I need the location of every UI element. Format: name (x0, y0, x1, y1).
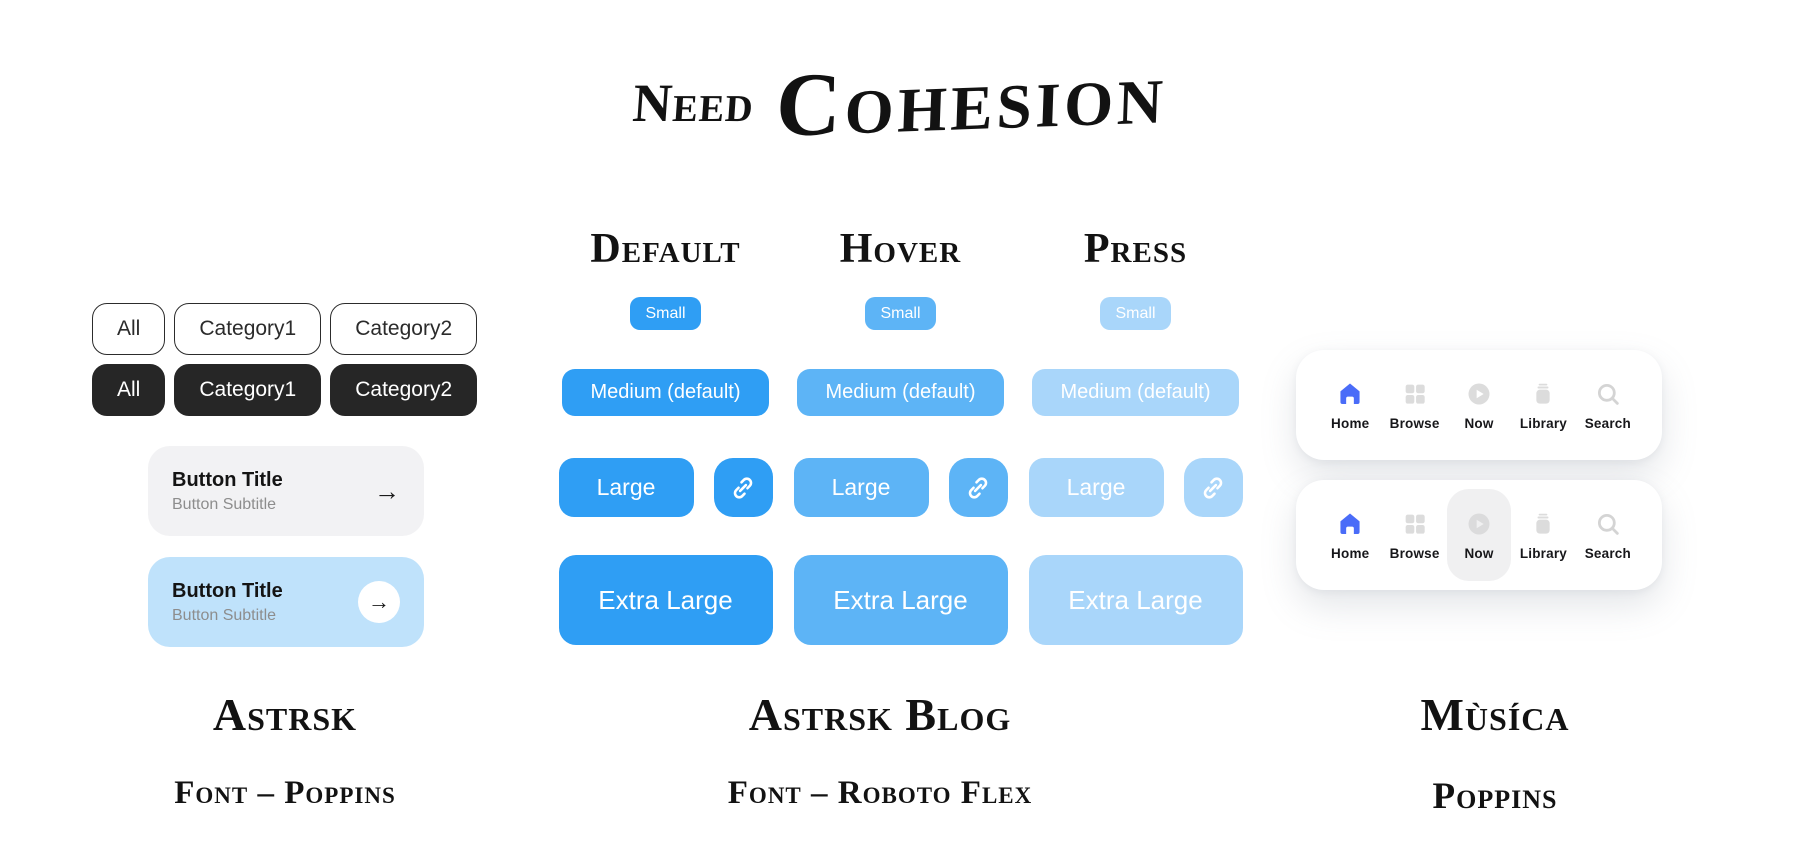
nav-item-now-pressed[interactable]: Now (1446, 489, 1512, 581)
large-button-row: Large (793, 458, 1008, 517)
app-name-label: Astrsk Blog (748, 689, 1012, 740)
app-name-label: Astrsk (212, 689, 358, 740)
nav-label: Search (1584, 545, 1631, 561)
card-subtitle: Button Subtitle (172, 495, 277, 513)
link-button[interactable] (948, 458, 1008, 517)
chip-row-filled: All Category1 Category2 (92, 364, 478, 416)
font-name-label: Poppins (1432, 776, 1558, 817)
extra-large-button[interactable]: Extra Large (558, 555, 773, 645)
link-button[interactable] (1183, 458, 1243, 517)
chip-category2-outline[interactable]: Category2 (330, 303, 478, 355)
app-name-label: Mùsíca (1420, 689, 1570, 740)
nav-label: Library (1519, 415, 1567, 431)
music-navbar-default: Home Browse Now (1296, 350, 1662, 460)
chip-row-outline: All Category1 Category2 (92, 303, 478, 355)
font-name-label: Font – Poppins (174, 775, 396, 811)
footer-astrsk-blog: Astrsk Blog Font – Roboto Flex (630, 688, 1130, 812)
nav-label: Library (1519, 545, 1567, 561)
play-circle-icon (1465, 380, 1493, 408)
chip-category1-outline[interactable]: Category1 (174, 303, 322, 355)
search-icon (1594, 380, 1622, 408)
nav-item-now[interactable]: Now (1447, 359, 1511, 451)
library-icon (1529, 380, 1557, 408)
chip-category1-filled[interactable]: Category1 (174, 364, 322, 416)
large-button[interactable]: Large (1028, 458, 1164, 517)
footer-musica: Mùsíca Poppins (1290, 688, 1700, 818)
nav-label: Browse (1389, 545, 1440, 561)
nav-item-home[interactable]: Home (1318, 359, 1382, 451)
button-card-pressed[interactable]: Button Title Button Subtitle → (148, 557, 424, 647)
button-states-section: Default Small Medium (default) Large Ext… (548, 228, 1253, 645)
link-icon (729, 474, 757, 502)
medium-button[interactable]: Medium (default) (797, 369, 1004, 416)
nav-label: Now (1464, 415, 1494, 431)
nav-label: Home (1331, 545, 1370, 561)
nav-item-library[interactable]: Library (1511, 359, 1575, 451)
card-text: Button Title Button Subtitle (172, 580, 358, 625)
large-button-row: Large (1028, 458, 1243, 517)
state-heading-default: Default (590, 226, 741, 272)
nav-item-browse[interactable]: Browse (1382, 489, 1446, 581)
browse-grid-icon (1401, 380, 1429, 408)
medium-button[interactable]: Medium (default) (562, 369, 769, 416)
large-button-row: Large (558, 458, 773, 517)
extra-large-button[interactable]: Extra Large (1028, 555, 1243, 645)
nav-item-home[interactable]: Home (1318, 489, 1382, 581)
play-circle-icon (1465, 510, 1493, 538)
title-word-need: Need (630, 73, 757, 133)
home-icon (1336, 380, 1364, 408)
home-icon (1336, 510, 1364, 538)
arrow-right-icon: → (374, 476, 400, 506)
nav-label: Browse (1389, 415, 1440, 431)
font-name-label: Font – Roboto Flex (727, 775, 1033, 811)
footer-astrsk: Astrsk Font – Poppins (60, 688, 510, 812)
nav-item-browse[interactable]: Browse (1382, 359, 1446, 451)
state-heading-hover: Hover (839, 226, 962, 272)
library-icon (1529, 510, 1557, 538)
nav-item-search[interactable]: Search (1576, 359, 1640, 451)
link-icon (964, 474, 992, 502)
card-text: Button Title Button Subtitle (172, 469, 374, 514)
chip-all-filled[interactable]: All (92, 364, 166, 416)
nav-label: Now (1464, 545, 1494, 561)
state-column-press: Press Small Medium (default) Large Extra… (1018, 228, 1253, 645)
nav-item-search[interactable]: Search (1576, 489, 1640, 581)
link-button[interactable] (713, 458, 773, 517)
chip-category2-filled[interactable]: Category2 (330, 364, 478, 416)
small-button[interactable]: Small (630, 297, 701, 330)
state-column-hover: Hover Small Medium (default) Large Extra… (783, 228, 1018, 645)
nav-label: Home (1331, 415, 1370, 431)
page-title: Need Cohesion (0, 43, 1800, 156)
card-title: Button Title (172, 579, 283, 602)
state-column-default: Default Small Medium (default) Large Ext… (548, 228, 783, 645)
small-button[interactable]: Small (1100, 297, 1171, 330)
arrow-circle: → (358, 581, 400, 623)
card-subtitle: Button Subtitle (172, 606, 277, 624)
nav-item-library[interactable]: Library (1511, 489, 1575, 581)
button-card-default[interactable]: Button Title Button Subtitle → (148, 446, 424, 536)
music-navbar-pressed: Home Browse Now (1296, 480, 1662, 590)
link-icon (1199, 474, 1227, 502)
state-heading-press: Press (1083, 226, 1188, 272)
chip-all-outline[interactable]: All (92, 303, 166, 355)
medium-button[interactable]: Medium (default) (1032, 369, 1239, 416)
arrow-right-icon: → (368, 589, 390, 614)
large-button[interactable]: Large (793, 458, 929, 517)
card-title: Button Title (172, 468, 283, 491)
browse-grid-icon (1401, 510, 1429, 538)
title-word-cohesion: Cohesion (774, 43, 1169, 156)
extra-large-button[interactable]: Extra Large (793, 555, 1008, 645)
search-icon (1594, 510, 1622, 538)
large-button[interactable]: Large (558, 458, 694, 517)
small-button[interactable]: Small (865, 297, 936, 330)
nav-label: Search (1584, 415, 1631, 431)
